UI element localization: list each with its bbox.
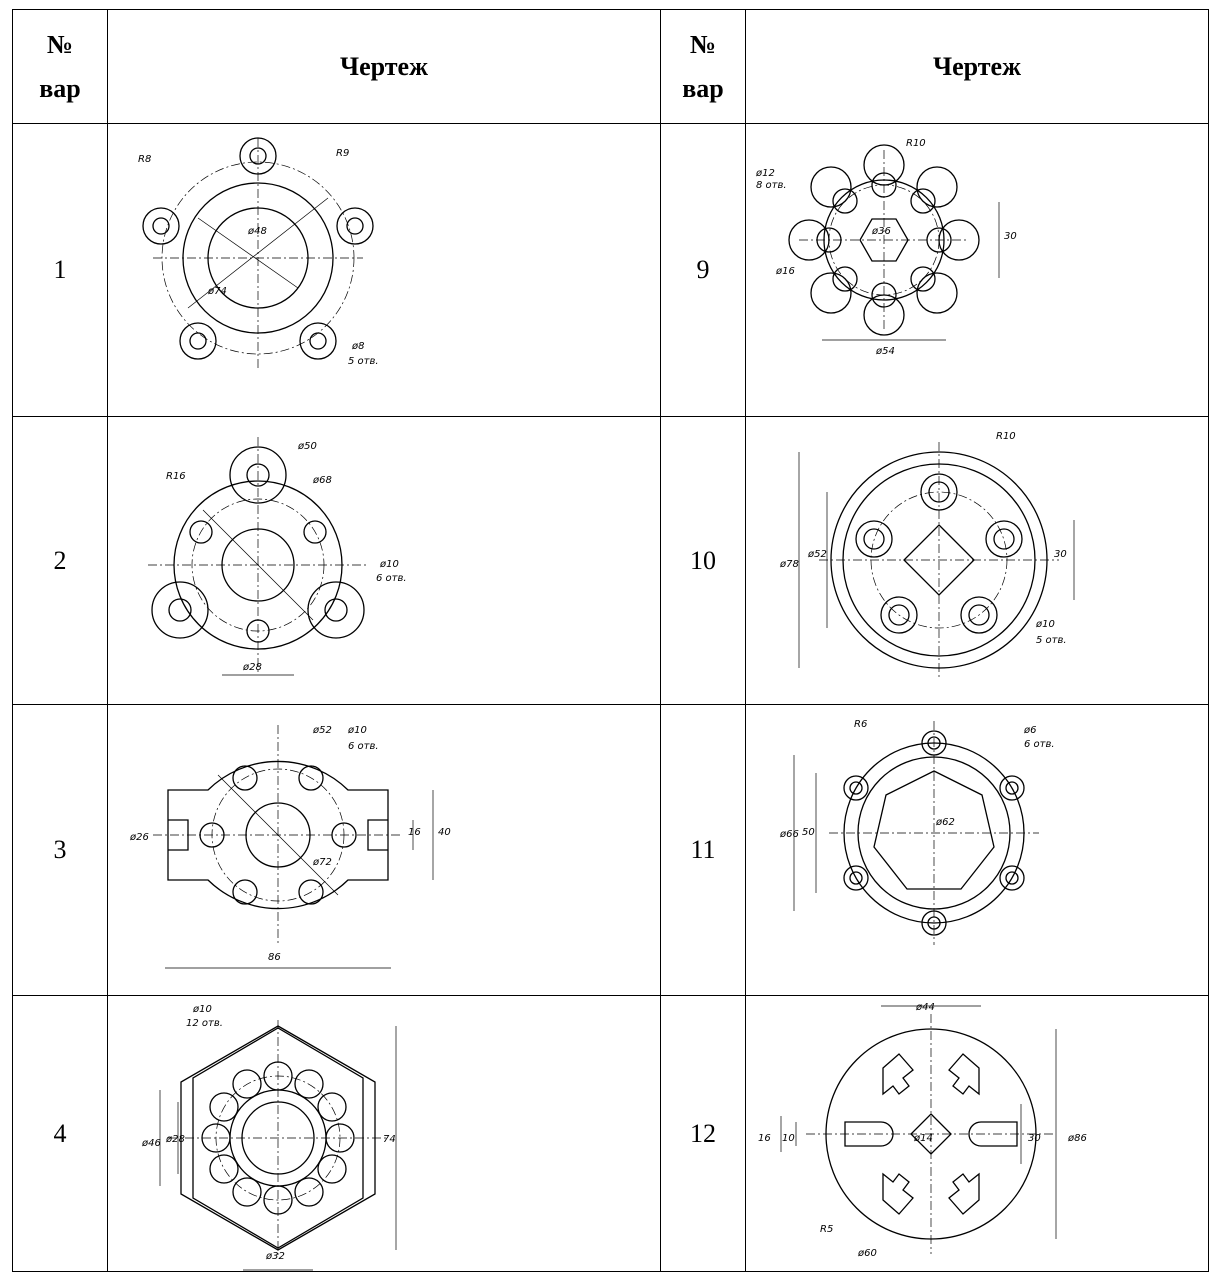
variants-table: № вар Чертеж № вар Чертеж 1 [12, 9, 1209, 1272]
variant-number: 9 [660, 123, 746, 417]
dimension-label: ø8 [351, 341, 364, 352]
dimension-label: 10 [782, 1133, 795, 1144]
technical-drawing: ø10 12 отв. ø46 ø28 74 ø32 [141, 1004, 397, 1271]
header-num-abbr: вар [682, 73, 724, 103]
dimension-label: 6 отв. [376, 573, 407, 584]
dimension-label: ø10 [379, 559, 399, 570]
dimension-label: ø66 [779, 829, 799, 840]
table-row: 1 [12, 123, 1209, 417]
dimension-label: ø44 [915, 1002, 935, 1013]
dimension-label: R10 [906, 138, 926, 149]
dimension-label: R6 [854, 719, 867, 730]
dimension-label: R9 [336, 148, 349, 159]
dimension-label: ø10 [1035, 619, 1055, 630]
dimension-label: ø28 [242, 662, 262, 673]
technical-drawing: R16 ø50 ø68 ø10 6 отв. ø28 [148, 437, 407, 676]
dimension-label: 16 [758, 1133, 771, 1144]
dimension-label: ø10 [347, 725, 367, 736]
dimension-label: 12 отв. [186, 1018, 223, 1029]
dimension-label: 86 [268, 952, 281, 963]
drawing-cell: ø52 ø10 6 отв. ø26 16 40 ø72 86 [107, 704, 661, 996]
dimension-label: ø60 [857, 1248, 877, 1259]
technical-drawing: R6 ø6 6 отв. ø66 50 ø62 [779, 719, 1055, 945]
dimension-label: ø16 [775, 266, 795, 277]
technical-drawing: R8 R9 ø48 ø74 ø8 5 отв. [138, 137, 379, 368]
technical-drawing: R10 ø12 8 отв. ø36 30 ø16 ø54 [755, 138, 1017, 357]
dimension-label: ø52 [807, 549, 827, 560]
drawing-cell: R10 ø78 ø52 30 ø10 5 отв. [745, 416, 1209, 705]
dimension-label: R8 [138, 154, 151, 165]
dimension-label: 30 [1004, 231, 1017, 242]
header-drawing-left: Чертеж [107, 9, 661, 124]
drawing-cell: R8 R9 ø48 ø74 ø8 5 отв. [107, 123, 661, 417]
dimension-label: R16 [166, 471, 186, 482]
dimension-label: ø12 [755, 168, 775, 179]
dimension-label: ø48 [247, 226, 267, 237]
dimension-label: 50 [802, 827, 815, 838]
header-num-abbr: вар [39, 73, 81, 103]
variant-number: 4 [12, 995, 108, 1272]
dimension-label: ø6 [1023, 725, 1036, 736]
dimension-label: 30 [1054, 549, 1067, 560]
dimension-label: 5 отв. [1036, 635, 1067, 646]
dimension-label: ø36 [871, 226, 891, 237]
variant-number: 3 [12, 704, 108, 996]
dimension-label: 8 отв. [756, 180, 787, 191]
dimension-label: ø32 [265, 1251, 285, 1262]
variant-number: 10 [660, 416, 746, 705]
dimension-label: 6 отв. [348, 741, 379, 752]
dimension-label: 16 [408, 827, 421, 838]
dimension-label: ø54 [875, 346, 895, 357]
technical-drawing: ø44 16 10 30 ø86 ø14 R5 ø60 [758, 1002, 1087, 1259]
dimension-label: ø52 [312, 725, 332, 736]
dimension-label: 6 отв. [1024, 739, 1055, 750]
dimension-label: ø46 [141, 1138, 161, 1149]
dimension-label: 40 [438, 827, 451, 838]
dimension-label: R5 [820, 1224, 833, 1235]
dimension-label: 74 [383, 1134, 396, 1145]
drawing-cell: R6 ø6 6 отв. ø66 50 ø62 [745, 704, 1209, 996]
dimension-label: ø28 [165, 1134, 185, 1145]
header-num-symbol: № [689, 29, 717, 59]
dimension-label: ø74 [207, 286, 227, 297]
technical-drawing: R10 ø78 ø52 30 ø10 5 отв. [779, 431, 1075, 678]
variant-number: 2 [12, 416, 108, 705]
dimension-label: ø50 [297, 441, 317, 452]
dimension-label: ø72 [312, 857, 332, 868]
technical-drawing: ø52 ø10 6 отв. ø26 16 40 ø72 86 [129, 725, 451, 969]
dimension-label: ø68 [312, 475, 332, 486]
dimension-label: R10 [996, 431, 1016, 442]
variant-number: 11 [660, 704, 746, 996]
table-row: 3 ø52 [12, 704, 1209, 996]
dimension-label: ø10 [192, 1004, 212, 1015]
drawing-cell: ø10 12 отв. ø46 ø28 74 ø32 [107, 995, 661, 1272]
variant-number: 12 [660, 995, 746, 1272]
variant-number: 1 [12, 123, 108, 417]
dimension-label: ø62 [935, 817, 955, 828]
header-num-symbol: № [46, 29, 74, 59]
table-row: 4 [12, 995, 1209, 1272]
header-row: № вар Чертеж № вар Чертеж [12, 9, 1209, 124]
dimension-label: ø78 [779, 559, 799, 570]
drawing-cell: ø44 16 10 30 ø86 ø14 R5 ø60 [745, 995, 1209, 1272]
header-number-right: № вар [660, 9, 746, 124]
dimension-label: 5 отв. [348, 356, 379, 367]
table-row: 2 R16 ø50 ø68 [12, 416, 1209, 705]
dimension-label: ø26 [129, 832, 149, 843]
header-drawing-right: Чертеж [745, 9, 1209, 124]
dimension-label: ø86 [1067, 1133, 1087, 1144]
drawing-cell: R16 ø50 ø68 ø10 6 отв. ø28 [107, 416, 661, 705]
drawing-cell: R10 ø12 8 отв. ø36 30 ø16 ø54 [745, 123, 1209, 417]
dimension-label: 30 [1028, 1133, 1041, 1144]
dimension-label: ø14 [913, 1133, 933, 1144]
header-number-left: № вар [12, 9, 108, 124]
